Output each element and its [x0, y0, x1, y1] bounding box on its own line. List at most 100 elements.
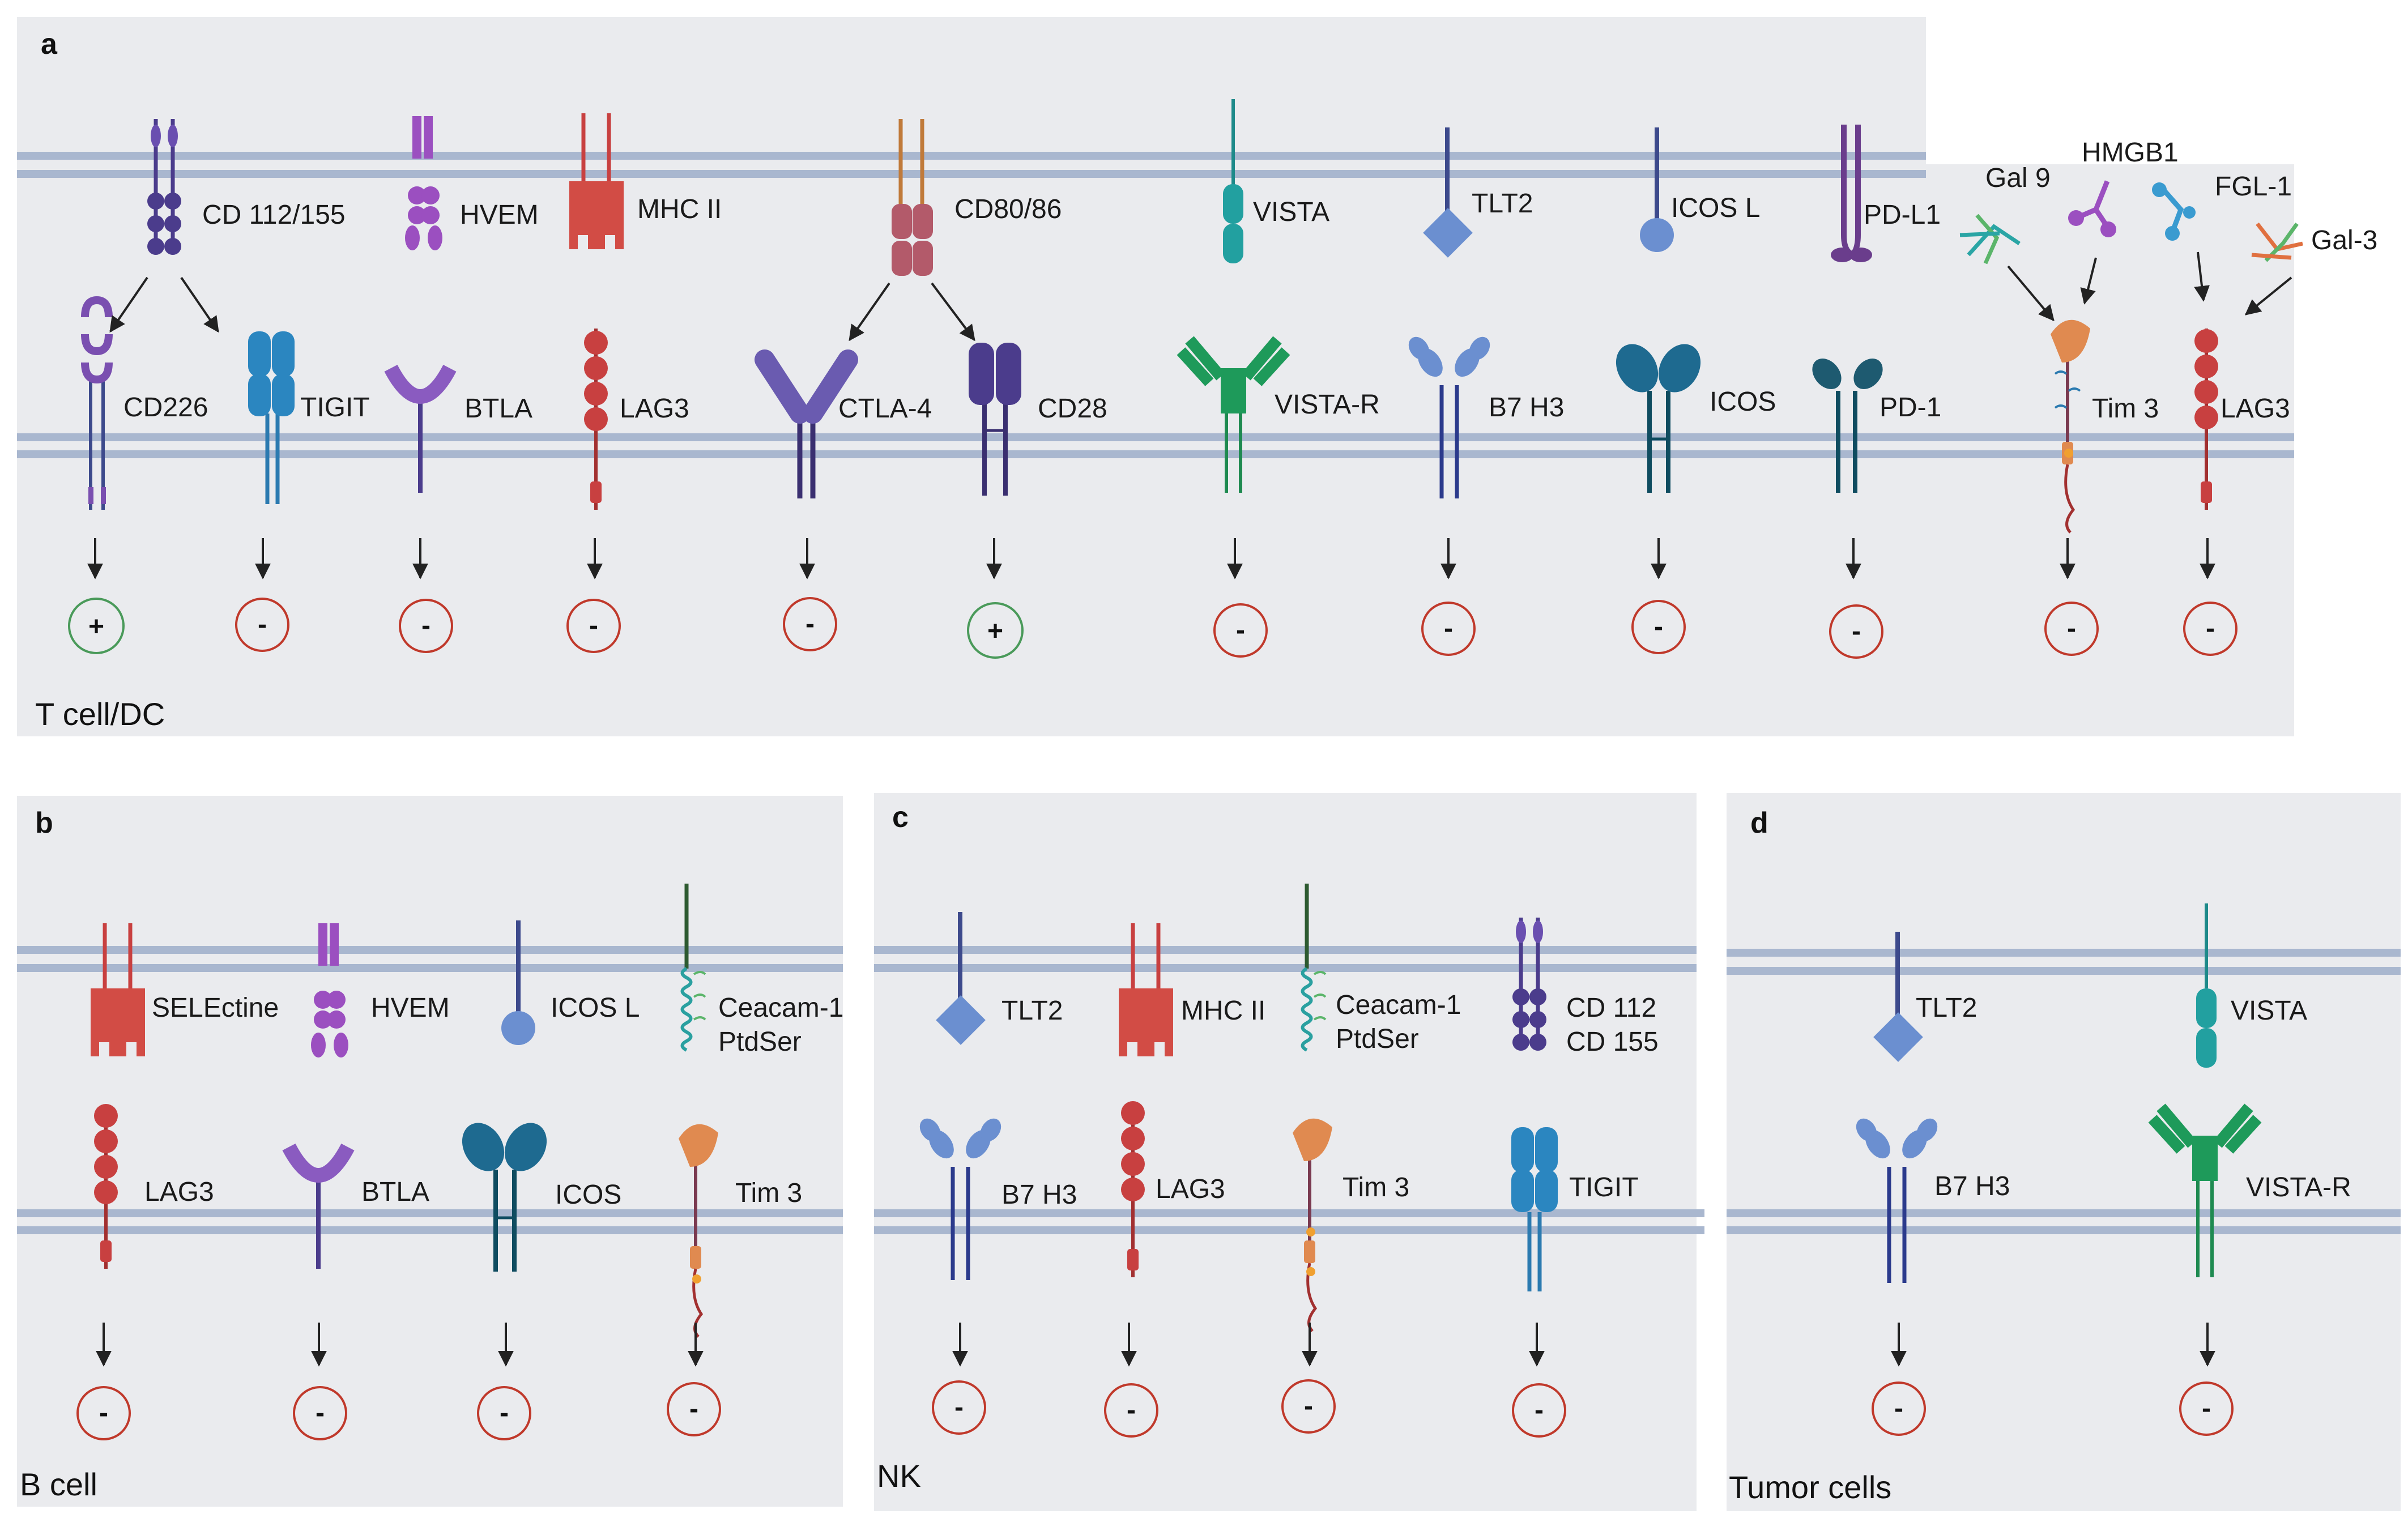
cd226-receptor-icon [81, 296, 113, 510]
ligand-label: PtdSer [1336, 1024, 1419, 1054]
receptor-label: CTLA-4 [838, 394, 932, 424]
labels: CD 112/155 HVEM MHC II CD80/86 VISTA TLT… [123, 138, 2377, 1210]
signal-circle: + [68, 598, 125, 654]
tlt2-ligand-d-icon [1873, 932, 1923, 1062]
signal-circle: - [1213, 603, 1268, 658]
receptor-label: PD-1 [1879, 393, 1941, 423]
btla-receptor-icon [384, 364, 457, 493]
panel-b-top-membrane-inner [17, 964, 843, 972]
signal-sign: - [421, 611, 431, 641]
signal-circle: - [2183, 602, 2237, 656]
signal-sign: - [1852, 616, 1861, 646]
panel-d: d Tumor cells [1727, 793, 2401, 1511]
signal-arrows-a [87, 538, 2215, 579]
signal-circle: - [1104, 1383, 1158, 1438]
signal-circle: - [1421, 602, 1476, 656]
receptor-label: B7 H3 [1001, 1180, 1077, 1210]
signal-circle: - [293, 1386, 347, 1440]
cd112-cd155-ligand-c-icon [1512, 918, 1546, 1051]
signal-sign: - [1304, 1391, 1313, 1421]
signal-sign: - [2202, 1393, 2211, 1423]
signal-circle: - [1829, 604, 1883, 659]
gal-3-soluble-icon [2251, 222, 2303, 262]
ligand-label: Ceacam-1 [1336, 990, 1461, 1020]
panel-a-top-membrane-inner [17, 170, 1926, 178]
receptor-label: ICOS [555, 1180, 621, 1210]
hvem-ligand-icon [405, 116, 442, 250]
ligand-label: CD 112 [1566, 993, 1656, 1023]
signal-circle: - [235, 598, 289, 652]
signal-sign: - [99, 1398, 108, 1428]
receptor-label: LAG3 [2221, 394, 2290, 424]
receptor-label: TIGIT [1569, 1172, 1639, 1203]
soluble-ligand-label: Gal 9 [1985, 163, 2051, 193]
panel-a-cell-label: T cell/DC [35, 696, 165, 732]
soluble-ligand-label: Gal-3 [2311, 225, 2377, 255]
signal-sign: + [88, 612, 104, 642]
receptor-label: BTLA [361, 1177, 429, 1207]
signal-circle: - [1512, 1383, 1566, 1438]
receptor-label: LAG3 [144, 1177, 214, 1207]
vista-ligand-d-icon [2196, 903, 2217, 1068]
ctla-4-receptor-icon [755, 349, 858, 498]
signal-arrows-d [1891, 1323, 2215, 1367]
signal-circle: - [1631, 600, 1686, 654]
signal-circle: - [1872, 1381, 1926, 1436]
signal-circle: + [967, 602, 1024, 659]
panel-c-top-membrane-inner [874, 964, 1697, 972]
ceacam-1-ligand-b-icon [680, 884, 706, 1052]
signal-sign: - [1535, 1395, 1544, 1425]
panel-b-bottom-membrane-inner [17, 1226, 843, 1234]
panel-a-background [17, 17, 2294, 736]
panel-b-cell-label: B cell [20, 1466, 97, 1502]
panel-a-bottom-membrane-outer [17, 433, 2294, 441]
receptor-label: ICOS [1710, 387, 1776, 417]
soluble-ligand-label: FGL-1 [2215, 172, 2292, 202]
signal-sign: - [805, 609, 815, 639]
binding-arrows-a [109, 251, 2292, 342]
signal-circle: - [399, 599, 453, 653]
panel-d-bottom-membrane-outer [1727, 1209, 2401, 1217]
signal-circle: - [76, 1386, 131, 1440]
signal-sign: - [500, 1398, 509, 1428]
receptor-label: TIGIT [300, 393, 370, 423]
signal-sign: - [589, 611, 598, 641]
panel-b-top-membrane-outer [17, 946, 843, 954]
ligand-label: TLT2 [1001, 996, 1063, 1026]
panel-c-bottom-membrane-inner [874, 1226, 1704, 1234]
vista-r-receptor-icon [1177, 336, 1290, 493]
signal-circle: - [932, 1380, 986, 1435]
tlt2-ligand-c-icon [936, 912, 986, 1045]
signal-sign: - [1654, 612, 1663, 642]
cd28-receptor-icon [969, 343, 1021, 496]
panel-a-letter: a [41, 28, 58, 61]
ceacam-1-ligand-c-icon [1301, 884, 1327, 1052]
ligand-label: ICOS L [551, 993, 640, 1023]
receptor-label: B7 H3 [1489, 393, 1564, 423]
cd112-155-ligand-icon [147, 119, 181, 255]
panel-d-background [1727, 793, 2401, 1511]
ligand-label: VISTA [1253, 197, 1329, 227]
signal-sign: - [1236, 615, 1245, 645]
signal-sign: - [2067, 613, 2076, 643]
b7-h3-receptor-d-icon [1856, 1118, 1938, 1283]
signal-arrows-c [952, 1323, 1545, 1367]
panel-d-letter: d [1750, 807, 1768, 839]
panel-a-top-membrane-outer [17, 152, 1926, 160]
panel-c-top-membrane-outer [874, 946, 1697, 954]
mhc-ii-ligand-icon [569, 113, 624, 249]
signal-circle: - [1281, 1379, 1336, 1434]
panel-d-bottom-membrane-inner [1727, 1226, 2401, 1234]
receptor-label: BTLA [464, 394, 532, 424]
panel-c: c NK [874, 793, 1704, 1511]
panel-b-bottom-membrane-outer [17, 1209, 843, 1217]
ligand-label: CD80/86 [954, 194, 1062, 224]
ligand-label: ICOS L [1671, 193, 1760, 223]
panel-a-bottom-membrane-inner [17, 450, 2294, 458]
panel-b-letter: b [35, 807, 53, 839]
lag3-receptor-b-icon [94, 1104, 118, 1269]
receptor-label: Tim 3 [1342, 1172, 1409, 1203]
panel-a: a T cell/DC [17, 17, 2303, 736]
lag3-receptor-2-icon [2194, 329, 2218, 510]
receptor-label: B7 H3 [1934, 1171, 2010, 1201]
